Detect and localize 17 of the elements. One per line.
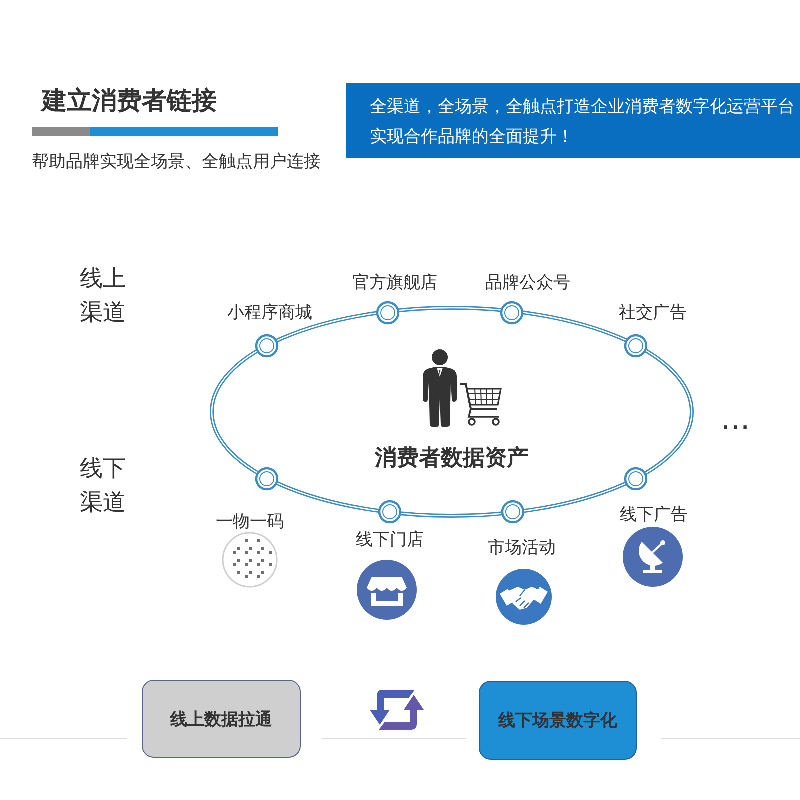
channel-label: 线下广告 — [620, 504, 688, 526]
channel-group-label: 线上渠道 — [80, 265, 127, 328]
banner: 全渠道，全场景，全触点打造企业消费者数字化运营平台实现合作品牌的全面提升！ — [346, 83, 800, 158]
page-title: 建立消费者链接 — [42, 86, 217, 116]
channel-label: 线下门店 — [356, 530, 424, 550]
rounded-box: 线下场景数字化 — [479, 681, 637, 760]
channel-label: 品牌公众号 — [486, 272, 570, 294]
channel-label: 小程序商城 — [228, 302, 312, 324]
channel-label: 市场活动 — [488, 538, 556, 558]
channel-label: 一物一码 — [216, 512, 284, 532]
channel-label: 社交广告 — [619, 302, 687, 324]
ellipsis-label: ... — [722, 413, 752, 435]
rounded-box: 线上数据拉通 — [142, 680, 301, 758]
channel-label: 官方旗舰店 — [352, 272, 438, 294]
channel-group-label: 线下渠道 — [80, 455, 127, 518]
center-title: 消费者数据资产 — [375, 445, 529, 473]
subtitle: 帮助品牌实现全场景、全触点用户连接 — [32, 152, 321, 172]
